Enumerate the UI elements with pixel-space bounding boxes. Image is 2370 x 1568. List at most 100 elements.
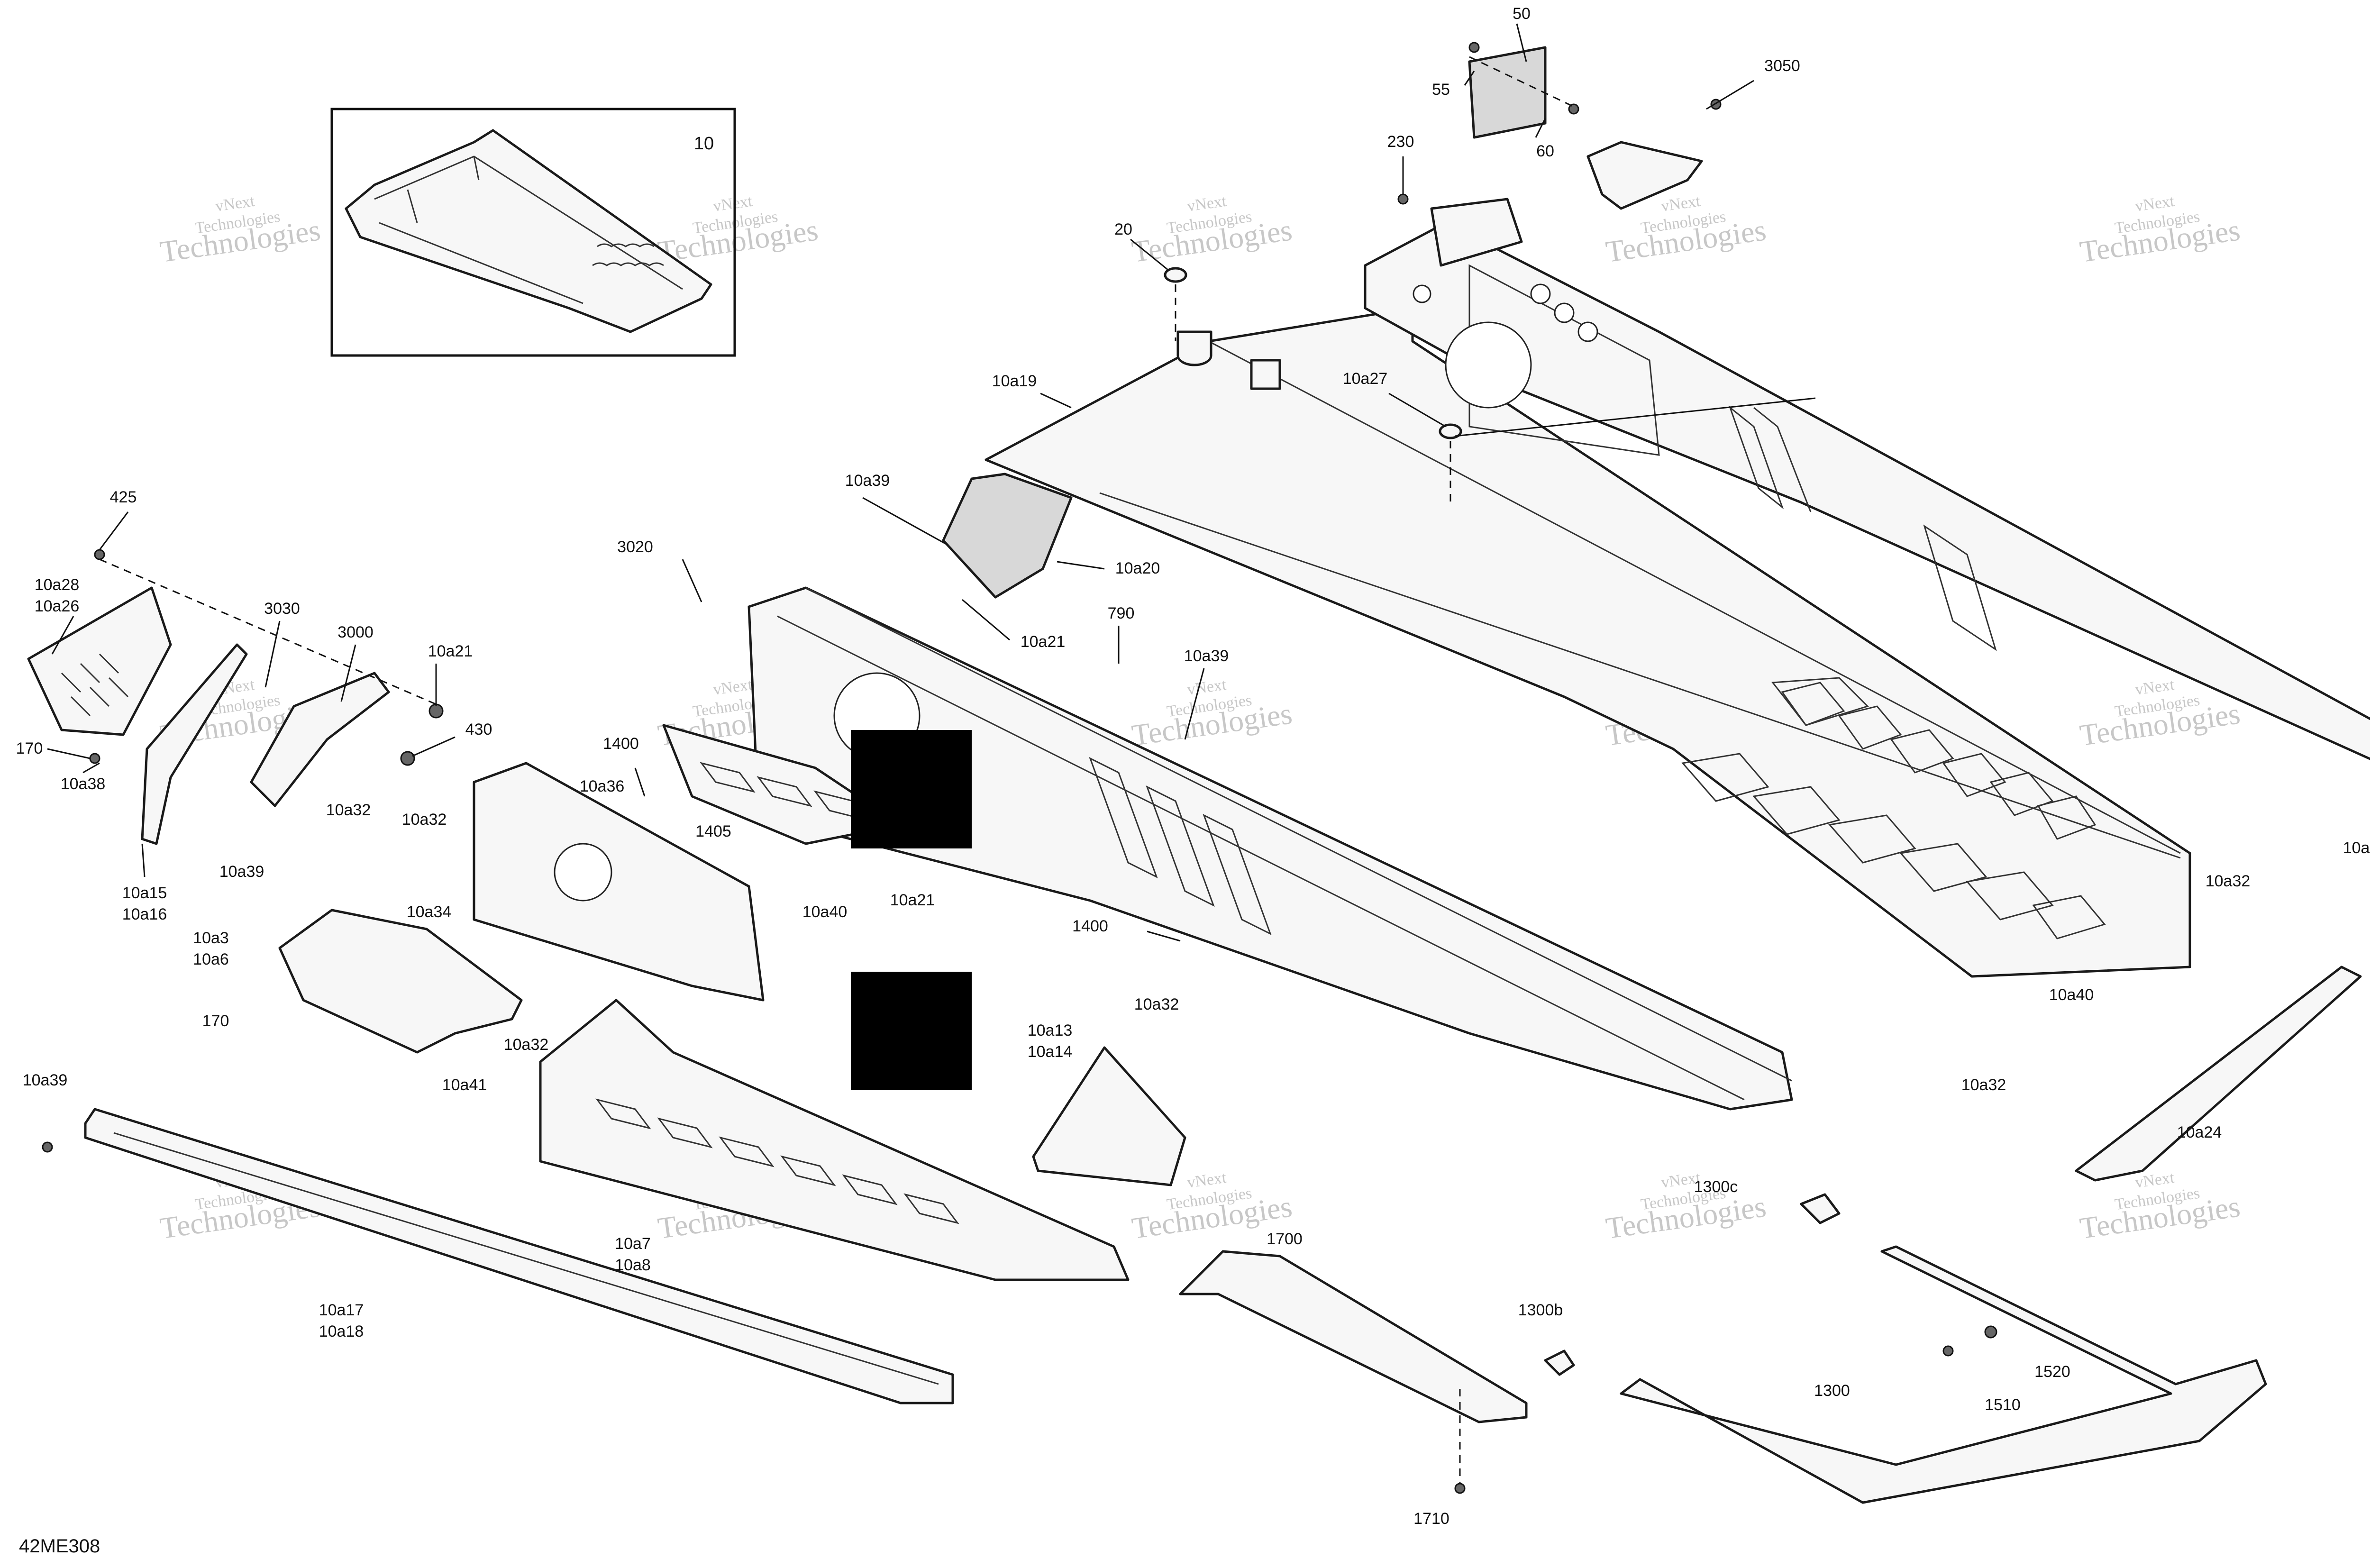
callout-10a40: 10a40 [2343, 839, 2370, 857]
front-suspension-plate [473, 762, 765, 1002]
callout-10a40: 10a40 [802, 903, 848, 921]
gusset-bracket [1032, 1046, 1186, 1186]
callout-3030: 3030 [264, 600, 300, 618]
callout-labels: 50 55 60 3050 230 20 10a19 10a27 425 10a… [16, 5, 2370, 1528]
callout-10a32: 10a32 [2206, 872, 2251, 890]
leader-lines [47, 23, 1816, 942]
right-side-rail [1364, 221, 2370, 760]
callout-10a39: 10a39 [845, 472, 890, 490]
tunnel-assembly [747, 221, 2370, 1111]
callout-20: 20 [1114, 220, 1132, 238]
rear-upper-parts [1164, 42, 1722, 502]
callout-50: 50 [1513, 5, 1531, 23]
rear-bracket [1586, 141, 1703, 210]
callout-790: 790 [1108, 604, 1135, 622]
callout-10a39: 10a39 [23, 1071, 68, 1089]
callout-170: 170 [16, 739, 43, 757]
callout-10a32: 10a32 [402, 811, 447, 829]
callout-10a8: 10a8 [615, 1256, 651, 1274]
callout-10a21: 10a21 [1021, 633, 1066, 651]
callout-10a32: 10a32 [504, 1036, 549, 1054]
callout-10a27: 10a27 [1343, 370, 1388, 388]
clip-1300c [1800, 1193, 1841, 1224]
callout-1510: 1510 [1985, 1396, 2021, 1414]
watermark: vNext Technologies Technologies [158, 192, 322, 269]
callout-10a34: 10a34 [407, 903, 452, 921]
callout-1520: 1520 [2034, 1363, 2070, 1381]
callout-1400: 1400 [1072, 917, 1108, 935]
callout-60: 60 [1536, 142, 1554, 160]
callout-170: 170 [202, 1012, 229, 1030]
callout-425: 425 [110, 488, 137, 506]
tunnel-cutouts [1681, 677, 2106, 939]
callout-10a39: 10a39 [219, 863, 264, 881]
middle-brackets [278, 724, 1186, 1281]
callout-10a14: 10a14 [1028, 1043, 1073, 1061]
callout-1700: 1700 [1267, 1230, 1303, 1248]
callout-10a24: 10a24 [2177, 1123, 2222, 1141]
callout-10a32: 10a32 [326, 801, 371, 819]
callout-10a26: 10a26 [35, 597, 80, 615]
rear-crossmember [2075, 966, 2362, 1182]
callout-1405: 1405 [695, 822, 731, 840]
watermark: vNext Technologies Technologies [2078, 192, 2242, 269]
callout-1300c: 1300c [1694, 1178, 1738, 1196]
callout-10a13: 10a13 [1028, 1021, 1073, 1039]
callout-10a38: 10a38 [61, 775, 106, 793]
clip-1300b [1544, 1349, 1575, 1376]
callout-10a15: 10a15 [122, 884, 167, 902]
callout-10a6: 10a6 [193, 950, 229, 968]
watermark: vNext Technologies Technologies [1604, 1169, 1768, 1245]
callout-10a41: 10a41 [442, 1076, 487, 1094]
redaction-block-bottom [851, 972, 972, 1090]
watermark: vNext Technologies Technologies [1130, 676, 1294, 752]
redaction-block-top [851, 730, 972, 848]
callout-3050: 3050 [1764, 57, 1800, 75]
callout-10a21: 10a21 [890, 891, 935, 909]
front-mount-plate [27, 586, 172, 736]
callout-10a21: 10a21 [428, 642, 473, 660]
callout-1300b: 1300b [1518, 1301, 1563, 1319]
inset-frame [330, 108, 736, 357]
callout-10a16: 10a16 [122, 905, 167, 923]
callout-10a39: 10a39 [1184, 647, 1229, 665]
callout-10a19: 10a19 [992, 372, 1037, 390]
callout-10a18: 10a18 [319, 1322, 364, 1340]
callout-10a17: 10a17 [319, 1301, 364, 1319]
bumper-end [1179, 1250, 1528, 1423]
callout-3020: 3020 [617, 538, 653, 556]
front-arm [141, 643, 248, 845]
front-skid-plate [278, 909, 523, 1054]
inset-label: 10 [694, 134, 714, 154]
footrest-grate [539, 999, 1130, 1281]
upper-mount-plate [1430, 198, 1523, 267]
front-nose-cover [942, 473, 1073, 599]
callout-1710: 1710 [1413, 1510, 1449, 1528]
callout-1400: 1400 [603, 735, 639, 753]
callout-10a20: 10a20 [1115, 559, 1160, 577]
front-left-brackets [27, 549, 444, 845]
rail-cutout [1445, 321, 1532, 409]
lower-runners [42, 966, 2362, 1504]
callout-3000: 3000 [337, 623, 374, 641]
inset-assembly-view: 10 [330, 108, 736, 357]
callout-430: 430 [465, 720, 492, 738]
callout-10a3: 10a3 [193, 929, 229, 947]
front-bracket-3000 [250, 672, 390, 807]
diagram-code: 42ME308 [19, 1536, 100, 1557]
callout-10a36: 10a36 [580, 777, 625, 795]
callout-10a40: 10a40 [2049, 986, 2094, 1004]
tunnel-top-panel [984, 307, 2191, 978]
callout-10a7: 10a7 [615, 1235, 651, 1253]
rear-bumper [1620, 1245, 2267, 1504]
callout-10a32: 10a32 [1961, 1076, 2006, 1094]
callout-230: 230 [1387, 133, 1414, 151]
mud-flap-bracket [1468, 46, 1547, 139]
callout-10a32: 10a32 [1134, 995, 1179, 1013]
callout-1300: 1300 [1814, 1382, 1850, 1400]
callout-10a28: 10a28 [35, 576, 80, 594]
inset-frame-part [345, 129, 712, 333]
callout-55: 55 [1432, 81, 1450, 99]
